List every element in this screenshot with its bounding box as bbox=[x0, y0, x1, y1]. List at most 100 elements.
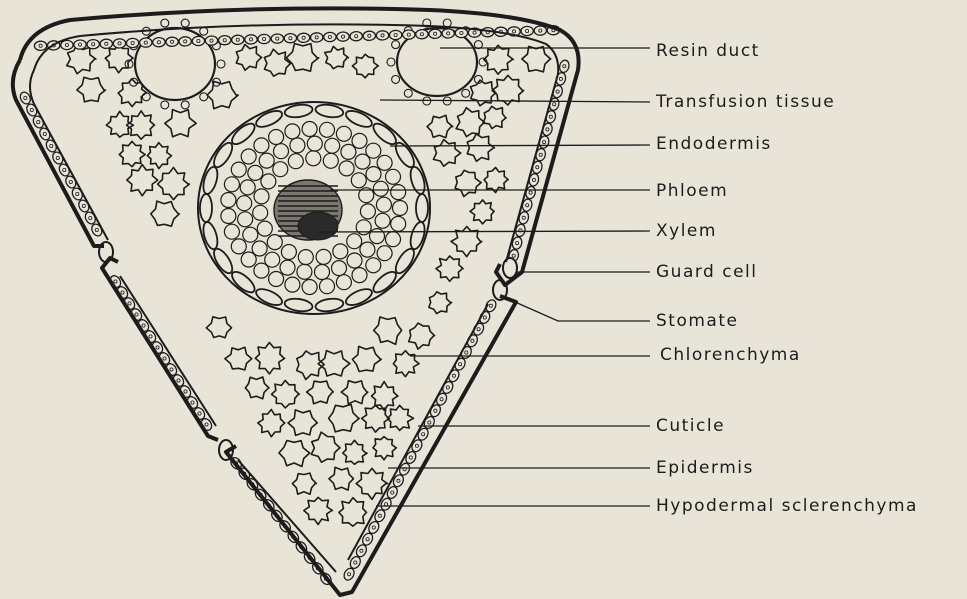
chlorenchyma-cell bbox=[427, 115, 453, 137]
epidermal-cell bbox=[324, 32, 337, 42]
epidermal-cell bbox=[192, 36, 205, 46]
chlorenchyma-cell bbox=[325, 46, 349, 68]
chlorenchyma-cell bbox=[484, 45, 514, 74]
epidermal-cell bbox=[113, 39, 126, 49]
epidermal-cell bbox=[231, 35, 244, 45]
epidermal-cell bbox=[100, 39, 113, 49]
endodermis-cell bbox=[416, 194, 428, 222]
resin-duct-epithelium-cell bbox=[443, 19, 451, 27]
chlorenchyma-cell bbox=[352, 54, 378, 78]
epidermal-cell bbox=[258, 34, 271, 44]
chlorenchyma-cell bbox=[106, 111, 133, 137]
label-endodermis: Endodermis bbox=[656, 134, 772, 154]
chlorenchyma-cell bbox=[341, 381, 368, 404]
epidermal-cell bbox=[74, 40, 87, 50]
resin-duct-epithelium-cell bbox=[181, 19, 189, 27]
chlorenchyma-cell bbox=[339, 498, 367, 527]
label-chlorenchyma: Chlorenchyma bbox=[660, 345, 801, 365]
epidermal-cell bbox=[363, 31, 376, 41]
chlorenchyma-cell bbox=[388, 405, 414, 430]
epidermal-cell bbox=[179, 37, 192, 47]
epidermal-cell bbox=[402, 30, 415, 40]
epidermal-cell bbox=[205, 36, 218, 46]
chlorenchyma-cell bbox=[206, 317, 231, 338]
label-transfusion-tissue: Transfusion tissue bbox=[656, 92, 835, 112]
label-resin-duct: Resin duct bbox=[656, 41, 760, 61]
resin-duct-epithelium-cell bbox=[142, 93, 150, 101]
epidermal-cell bbox=[218, 35, 231, 45]
epidermal-cell bbox=[297, 33, 310, 43]
chlorenchyma-cell bbox=[255, 343, 284, 374]
chlorenchyma-cell bbox=[225, 347, 252, 370]
resin-duct-epithelium-cell bbox=[217, 60, 225, 68]
chlorenchyma-cell bbox=[409, 323, 435, 349]
chlorenchyma-cell bbox=[147, 143, 171, 169]
chlorenchyma-cell bbox=[264, 49, 290, 76]
label-epidermis: Epidermis bbox=[656, 458, 754, 478]
chlorenchyma-cell bbox=[77, 77, 106, 102]
leader-line bbox=[390, 145, 650, 146]
chlorenchyma-cell bbox=[329, 467, 354, 490]
resin-duct-epithelium-cell bbox=[161, 101, 169, 109]
resin-duct-epithelium-cell bbox=[404, 89, 412, 97]
chlorenchyma-cell bbox=[288, 410, 317, 436]
vascular-cylinder bbox=[198, 102, 430, 314]
label-xylem: Xylem bbox=[656, 221, 717, 241]
resin-duct-epithelium-cell bbox=[387, 58, 395, 66]
chlorenchyma-cell bbox=[158, 168, 190, 200]
resin-duct-epithelium-cell bbox=[181, 101, 189, 109]
chlorenchyma-cell bbox=[471, 80, 496, 106]
epidermal-cell bbox=[34, 41, 47, 51]
epidermal-cell bbox=[310, 33, 323, 43]
epidermal-cell bbox=[61, 40, 74, 50]
chlorenchyma-cell bbox=[119, 141, 145, 166]
resin-duct-epithelium-cell bbox=[200, 93, 208, 101]
epidermal-cell bbox=[87, 39, 100, 49]
leader-line bbox=[506, 298, 650, 321]
epidermal-cell bbox=[534, 26, 547, 36]
epidermal-cell bbox=[271, 34, 284, 44]
chlorenchyma-cell bbox=[433, 140, 460, 167]
chlorenchyma-cell bbox=[362, 405, 390, 432]
resin-duct-epithelium-cell bbox=[462, 89, 470, 97]
chlorenchyma-cell bbox=[352, 346, 381, 371]
chlorenchyma-cell bbox=[467, 134, 494, 161]
chlorenchyma-cell bbox=[207, 81, 238, 108]
label-phloem: Phloem bbox=[656, 181, 728, 201]
chlorenchyma-cell bbox=[245, 377, 269, 399]
epidermal-cell bbox=[429, 29, 442, 39]
epidermal-cell bbox=[389, 30, 402, 40]
epidermal-cell bbox=[245, 35, 258, 45]
chlorenchyma-cell bbox=[279, 441, 310, 467]
epidermal-cell bbox=[376, 31, 389, 41]
resin-duct-epithelium-cell bbox=[130, 78, 138, 86]
chlorenchyma-cell bbox=[329, 404, 360, 432]
epidermal-cell bbox=[350, 31, 363, 41]
epidermal-cell bbox=[455, 28, 468, 38]
chlorenchyma-cell bbox=[127, 111, 155, 139]
chlorenchyma-cell bbox=[429, 292, 452, 314]
chlorenchyma-cell bbox=[127, 165, 158, 196]
chlorenchyma-cell bbox=[151, 201, 180, 226]
epidermal-cell bbox=[126, 38, 139, 48]
chlorenchyma-cell bbox=[272, 381, 300, 408]
epidermal-cell bbox=[442, 29, 455, 39]
epidermal-cell bbox=[416, 29, 429, 39]
chlorenchyma-cell bbox=[455, 170, 481, 196]
chlorenchyma-cell bbox=[286, 44, 318, 72]
chlorenchyma-cell bbox=[307, 381, 334, 404]
chlorenchyma-cell bbox=[105, 45, 133, 73]
epidermal-cell bbox=[139, 38, 152, 48]
epidermal-cell bbox=[558, 59, 570, 73]
resin-duct-epithelium-cell bbox=[392, 75, 400, 83]
chlorenchyma-cell bbox=[483, 106, 506, 128]
chlorenchyma-cell bbox=[258, 410, 285, 437]
label-cuticle: Cuticle bbox=[656, 416, 725, 436]
chlorenchyma-cell bbox=[374, 317, 402, 344]
label-stomate: Stomate bbox=[656, 311, 738, 331]
xylem-core bbox=[298, 212, 338, 240]
chlorenchyma-cell bbox=[165, 110, 196, 137]
chlorenchyma-cell bbox=[522, 46, 551, 71]
epidermal-cell bbox=[337, 32, 350, 42]
